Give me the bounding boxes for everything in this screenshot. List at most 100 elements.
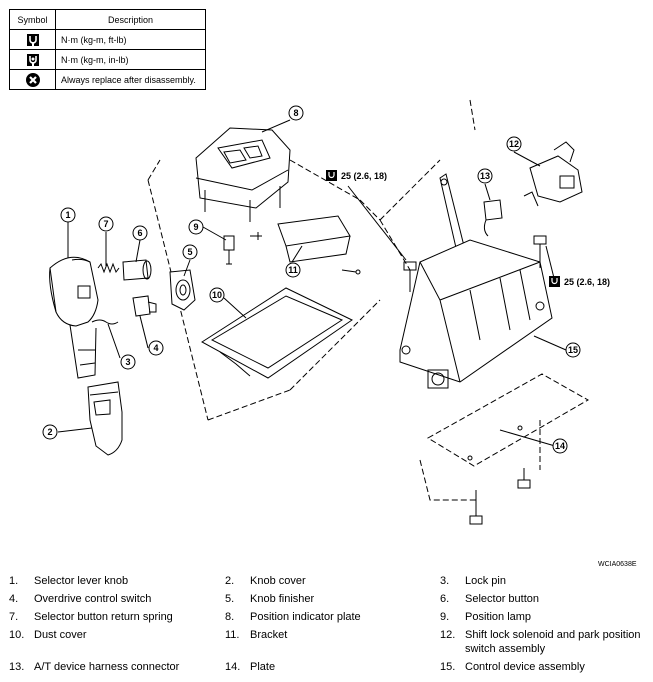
callout-1: 1 xyxy=(60,207,76,223)
always-replace-icon xyxy=(25,72,40,87)
torque-spec-left: 25 (2.6, 18) xyxy=(326,170,387,181)
position-lamp xyxy=(223,235,235,265)
callout-11: 11 xyxy=(285,262,301,278)
part-label: Knob cover xyxy=(250,575,306,587)
part-number: 5. xyxy=(225,593,235,605)
leader-line xyxy=(202,226,227,241)
leader-line xyxy=(223,297,247,319)
part-label: Knob finisher xyxy=(250,593,315,605)
part-number: 7. xyxy=(9,611,19,623)
part-number: 11. xyxy=(225,629,240,641)
leader-line xyxy=(261,119,291,133)
lock-pin xyxy=(91,319,119,325)
svg-text:1: 1 xyxy=(65,210,70,220)
leader-line xyxy=(347,185,407,261)
assembly-outline-left xyxy=(147,159,381,421)
callout-12: 12 xyxy=(506,136,522,152)
part-number: 14. xyxy=(225,661,241,673)
svg-text:15: 15 xyxy=(568,345,578,355)
svg-text:4: 4 xyxy=(153,343,158,353)
svg-text:14: 14 xyxy=(555,441,565,451)
part-number: 10. xyxy=(9,629,25,641)
part-number: 3. xyxy=(440,575,450,587)
part-number: 2. xyxy=(225,575,235,587)
exploded-view-diagram: 1 2 3 4 5 6 7 8 9 10 11 12 13 14 15 25 (… xyxy=(42,99,610,525)
return-spring xyxy=(97,262,120,274)
callout-3: 3 xyxy=(120,354,136,370)
callout-8: 8 xyxy=(288,105,304,121)
part-label: Control device assembly xyxy=(465,661,585,673)
shift-lock-solenoid xyxy=(523,141,583,207)
part-number: 9. xyxy=(440,611,450,623)
svg-text:12: 12 xyxy=(509,139,519,149)
legend-symbol-cell xyxy=(9,29,56,50)
callout-5: 5 xyxy=(182,244,198,260)
part-number: 15. xyxy=(440,661,456,673)
part-label: Selector button xyxy=(465,593,539,605)
part-number: 8. xyxy=(225,611,235,623)
callout-15: 15 xyxy=(565,342,581,358)
leader-line xyxy=(545,245,555,279)
leader-line xyxy=(484,183,491,201)
part-label: A/T device harness connector xyxy=(34,661,180,673)
callout-2: 2 xyxy=(42,424,58,440)
part-label: Position lamp xyxy=(465,611,532,623)
svg-text:8: 8 xyxy=(293,108,298,118)
svg-text:5: 5 xyxy=(187,247,192,257)
callout-14: 14 xyxy=(552,438,568,454)
part-number: 6. xyxy=(440,593,450,605)
callout-6: 6 xyxy=(132,225,148,241)
svg-text:2: 2 xyxy=(47,427,52,437)
callout-7: 7 xyxy=(98,216,114,232)
svg-text:3: 3 xyxy=(125,357,130,367)
part-number: 12. xyxy=(440,629,456,641)
torque-wrench-in-lb-icon xyxy=(26,53,39,66)
svg-text:25 (2.6, 18): 25 (2.6, 18) xyxy=(341,171,387,181)
part-label: Selector lever knob xyxy=(34,575,129,587)
harness-connector xyxy=(483,199,503,237)
bolt-left xyxy=(403,261,417,292)
svg-text:6: 6 xyxy=(137,228,142,238)
legend-description: Always replace after disassembly. xyxy=(55,69,206,90)
part-label: Shift lock solenoid and park position xyxy=(465,629,641,641)
dust-cover xyxy=(201,287,353,379)
callout-4: 4 xyxy=(148,340,164,356)
plate xyxy=(427,373,590,467)
torque-spec-right: 25 (2.6, 18) xyxy=(549,276,610,287)
svg-text:10: 10 xyxy=(212,290,222,300)
part-label: Overdrive control switch xyxy=(34,593,152,605)
part-number: 4. xyxy=(9,593,19,605)
symbol-legend-table: Symbol Description N·m (kg-m, ft-lb) N·m… xyxy=(9,9,206,90)
bracket xyxy=(250,215,361,275)
knob-cover xyxy=(87,381,123,456)
control-device-assembly xyxy=(399,239,553,389)
leader-line xyxy=(107,323,121,359)
svg-text:25 (2.6, 18): 25 (2.6, 18) xyxy=(564,277,610,287)
bottom-bolt xyxy=(517,468,531,489)
leader-line xyxy=(135,239,141,263)
leader-line xyxy=(57,427,93,433)
leader-line xyxy=(291,245,303,263)
legend-symbol-cell xyxy=(9,69,56,90)
selector-button xyxy=(122,259,152,281)
part-label: Dust cover xyxy=(34,629,87,641)
svg-text:11: 11 xyxy=(288,265,298,275)
figure-id: WCIA0638E xyxy=(598,561,637,568)
part-label: Position indicator plate xyxy=(250,611,361,623)
bottom-bolt xyxy=(469,490,483,525)
knob-finisher xyxy=(169,269,196,311)
leader-line xyxy=(513,151,541,167)
part-label: switch assembly xyxy=(465,643,546,655)
leader-line xyxy=(533,335,567,351)
assembly-outline-right xyxy=(379,99,541,501)
part-number: 1. xyxy=(9,575,19,587)
svg-text:7: 7 xyxy=(103,219,108,229)
part-label: Plate xyxy=(250,661,276,673)
callout-10: 10 xyxy=(209,287,225,303)
leader-line xyxy=(139,315,149,349)
part-label: Bracket xyxy=(250,629,288,641)
callout-9: 9 xyxy=(188,219,204,235)
part-number: 13. xyxy=(9,661,25,673)
bolt-right xyxy=(533,235,547,268)
svg-text:9: 9 xyxy=(193,222,198,232)
